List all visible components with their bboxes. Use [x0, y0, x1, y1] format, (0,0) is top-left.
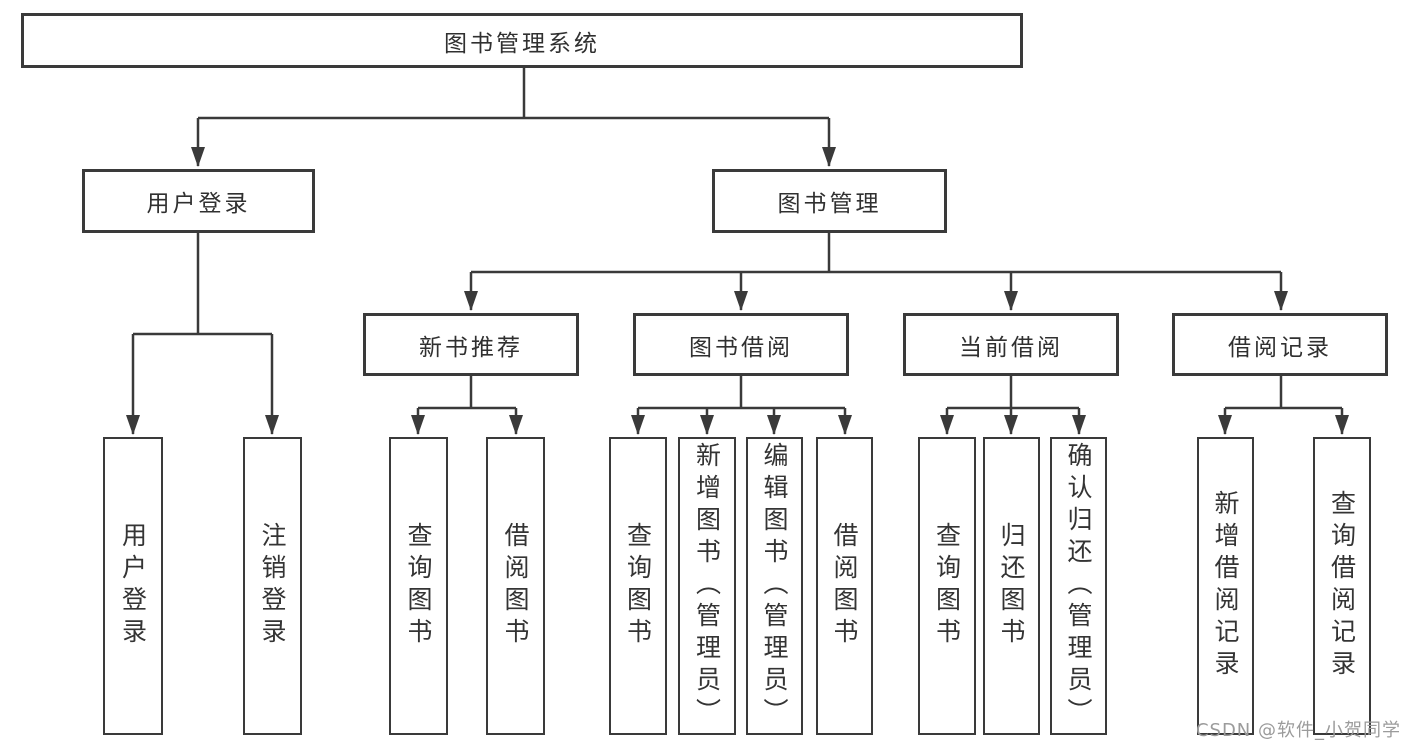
leaf-logout-label: 注销登录	[258, 522, 287, 650]
leaf-query-books-recommend: 查询图书	[389, 437, 448, 735]
csdn-watermark: CSDN @软件_小贺同学	[1195, 720, 1401, 741]
leaf-user-login-label: 用户登录	[118, 522, 148, 650]
node-current-borrowing-label: 当前借阅	[959, 334, 1063, 361]
leaf-add-borrow-record-label: 新增借阅记录	[1211, 490, 1240, 682]
connector-newbooks-trunk	[418, 376, 516, 410]
leaf-borrow-books-label: 借阅图书	[830, 522, 859, 650]
node-root: 图书管理系统	[21, 13, 1023, 68]
node-root-label: 图书管理系统	[444, 30, 600, 57]
leaf-query-books-borrow-label: 查询图书	[623, 522, 653, 650]
node-borrowing-records-label: 借阅记录	[1228, 334, 1332, 361]
connector-root-trunk	[198, 68, 829, 120]
leaf-add-book-admin: 新增图书（管理员）	[678, 437, 736, 735]
connector-group	[126, 68, 1349, 435]
node-book-borrowing: 图书借阅	[633, 313, 849, 376]
connector-current-trunk	[947, 376, 1079, 410]
leaf-logout: 注销登录	[243, 437, 302, 735]
leaf-add-borrow-record: 新增借阅记录	[1197, 437, 1254, 735]
leaf-borrow-books-recommend: 借阅图书	[486, 437, 545, 735]
node-current-borrowing: 当前借阅	[903, 313, 1119, 376]
leaf-query-books-recommend-label: 查询图书	[404, 522, 433, 650]
connector-borrow-trunk	[638, 376, 845, 410]
leaf-borrow-books-recommend-label: 借阅图书	[501, 522, 530, 650]
leaf-query-books-current: 查询图书	[918, 437, 976, 735]
node-user-login: 用户登录	[82, 169, 315, 233]
node-book-borrowing-label: 图书借阅	[689, 334, 793, 361]
leaf-edit-book-admin-label: 编辑图书（管理员）	[760, 442, 789, 730]
leaf-user-login: 用户登录	[103, 437, 163, 735]
connector-bookmgmt-trunk	[471, 233, 1281, 274]
connector-records-trunk	[1225, 376, 1342, 410]
connector-userlogin-trunk	[133, 233, 272, 336]
node-new-book-recommend: 新书推荐	[363, 313, 579, 376]
leaf-query-borrow-record-label: 查询借阅记录	[1327, 490, 1357, 682]
node-borrowing-records: 借阅记录	[1172, 313, 1388, 376]
node-book-management: 图书管理	[712, 169, 947, 233]
node-book-management-label: 图书管理	[777, 191, 882, 217]
leaf-return-book: 归还图书	[983, 437, 1040, 735]
node-new-book-recommend-label: 新书推荐	[419, 334, 523, 361]
leaf-confirm-return-admin: 确认归还（管理员）	[1050, 437, 1107, 735]
leaf-query-books-current-label: 查询图书	[932, 522, 962, 650]
node-user-login-label: 用户登录	[146, 191, 251, 217]
leaf-borrow-books: 借阅图书	[816, 437, 873, 735]
leaf-query-books-borrow: 查询图书	[609, 437, 667, 735]
leaf-edit-book-admin: 编辑图书（管理员）	[746, 437, 803, 735]
leaf-return-book-label: 归还图书	[997, 522, 1026, 650]
leaf-confirm-return-admin-label: 确认归还（管理员）	[1064, 442, 1093, 730]
leaf-add-book-admin-label: 新增图书（管理员）	[692, 442, 722, 730]
leaf-query-borrow-record: 查询借阅记录	[1313, 437, 1371, 735]
